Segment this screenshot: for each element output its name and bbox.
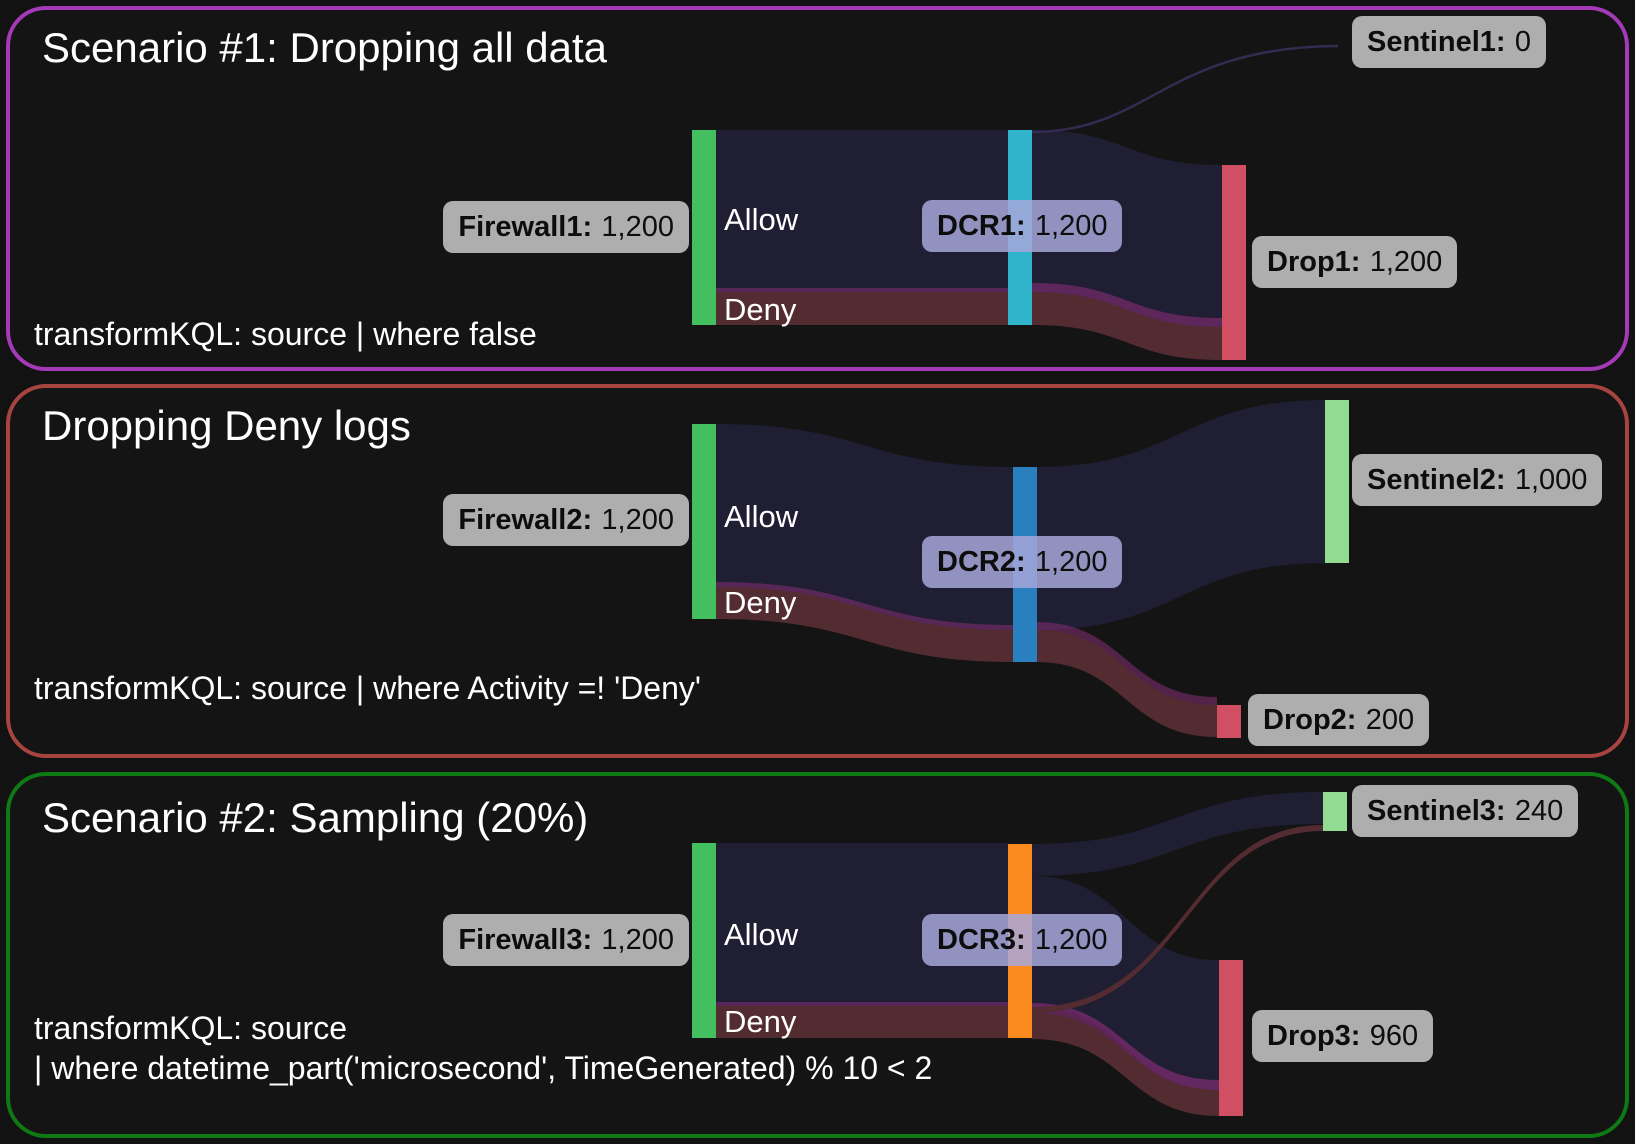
flow-zero-dcr1-sentinel1 [1031, 44, 1339, 134]
drop1-label: Drop1:1,200 [1252, 236, 1458, 288]
firewall2-label-name: Firewall2: [458, 504, 593, 536]
firewall3-label-value: 1,200 [601, 924, 674, 956]
dcr1-label: DCR1:1,200 [922, 200, 1123, 252]
firewall3-label-name: Firewall3: [458, 924, 593, 956]
panel2-allow-label: Allow [724, 499, 799, 534]
sentinel2-label: Sentinel2:1,000 [1352, 454, 1603, 506]
sentinel2-label-value: 1,000 [1514, 464, 1588, 496]
sentinel1-label-value: 0 [1514, 26, 1531, 58]
panel3-kql-line2: | where datetime_part('microsecond', Tim… [34, 1050, 933, 1086]
dcr1-label-name: DCR1: [937, 210, 1026, 242]
dcr3-label: DCR3:1,200 [922, 914, 1123, 966]
flow-deny-dcr3-drop3 [1032, 1013, 1219, 1116]
drop2-label: Drop2:200 [1248, 694, 1430, 746]
firewall2-node-bar [692, 424, 716, 619]
firewall1-node-bar [692, 130, 716, 325]
firewall1-label-value: 1,200 [601, 211, 674, 243]
drop3-node-bar [1219, 960, 1243, 1116]
panel2-title: Dropping Deny logs [42, 402, 411, 449]
dcr2-label-value: 1,200 [1034, 546, 1108, 578]
panel1-allow-label: Allow [724, 202, 799, 237]
drop1-node-bar [1222, 165, 1246, 360]
drop3-label-value: 960 [1369, 1020, 1419, 1052]
drop3-label: Drop3:960 [1252, 1010, 1434, 1062]
sentinel2-node-bar [1325, 400, 1349, 563]
flow-deny-dcr1-drop1 [1032, 292, 1222, 360]
flow-allow-dcr1-drop1 [1032, 130, 1222, 327]
panel3-title: Scenario #2: Sampling (20%) [42, 794, 589, 841]
panel3-kql-text: transformKQL: source | where datetime_pa… [34, 1008, 932, 1088]
firewall1-label: Firewall1:1,200 [443, 201, 689, 253]
firewall2-label: Firewall2:1,200 [443, 494, 689, 546]
flow-overlap-fw1-dcr1 [716, 288, 1008, 294]
sankey-1 [692, 44, 1339, 360]
flow-deny-fw1-dcr1 [716, 292, 1008, 325]
drop2-node-bar [1217, 705, 1241, 738]
panel1-deny-label: Deny [724, 292, 797, 327]
dcr2-label-name: DCR2: [937, 546, 1026, 578]
drop3-label-name: Drop3: [1267, 1020, 1361, 1052]
panel2-kql-text: transformKQL: source | where Activity =!… [34, 670, 701, 706]
sentinel1-label: Sentinel1:0 [1352, 16, 1546, 68]
sentinel2-label-name: Sentinel2: [1367, 464, 1506, 496]
firewall2-label-value: 1,200 [601, 504, 674, 536]
panel3-allow-label: Allow [724, 917, 799, 952]
firewall3-node-bar [692, 843, 716, 1038]
drop1-label-value: 1,200 [1369, 246, 1443, 278]
sentinel3-label-value: 240 [1514, 795, 1564, 827]
flow-allow-dcr3-sentinel3 [1032, 792, 1323, 876]
drop1-label-name: Drop1: [1267, 246, 1361, 278]
flow-overlap-fw3-dcr3 [716, 1002, 1008, 1007]
panel3-kql-line1: transformKQL: source [34, 1010, 347, 1046]
firewall3-label: Firewall3:1,200 [443, 914, 689, 966]
dcr3-label-name: DCR3: [937, 924, 1026, 956]
sentinel3-label: Sentinel3:240 [1352, 785, 1579, 837]
panel2-deny-label: Deny [724, 585, 797, 620]
flow-deny-dcr2-drop2 [1036, 630, 1217, 737]
dcr2-label: DCR2:1,200 [922, 536, 1123, 588]
flow-allow-dcr2-sentinel2 [1036, 400, 1325, 630]
drop2-label-name: Drop2: [1263, 704, 1357, 736]
sentinel1-label-name: Sentinel1: [1367, 26, 1506, 58]
dcr3-label-value: 1,200 [1034, 924, 1108, 956]
firewall1-label-name: Firewall1: [458, 211, 593, 243]
panel1-kql-text: transformKQL: source | where false [34, 316, 537, 352]
drop2-label-value: 200 [1365, 704, 1415, 736]
sentinel3-label-name: Sentinel3: [1367, 795, 1506, 827]
flow-deny-fw3-dcr3 [716, 1006, 1008, 1038]
panel3-deny-label: Deny [724, 1004, 797, 1039]
panel1-title: Scenario #1: Dropping all data [42, 24, 608, 71]
dcr1-label-value: 1,200 [1034, 210, 1108, 242]
sentinel3-node-bar [1323, 792, 1347, 831]
flow-deny-fw2-dcr2 [716, 587, 1013, 662]
